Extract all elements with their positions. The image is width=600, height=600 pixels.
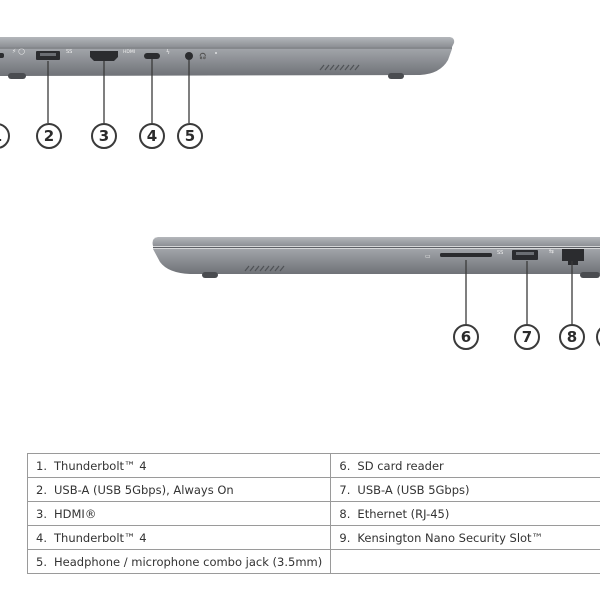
svg-text:SS: SS bbox=[66, 49, 72, 55]
table-row: 2. USB-A (USB 5Gbps), Always On 7. USB-A (… bbox=[26, 477, 600, 502]
port-label: Thunderbolt™ 4 bbox=[54, 458, 147, 473]
left-view-lid bbox=[0, 37, 455, 47]
port-number: 4. bbox=[36, 530, 47, 545]
port-label: SD card reader bbox=[357, 458, 444, 473]
port-cell: 5. Headphone / microphone combo jack (3.5… bbox=[26, 549, 332, 574]
port-number: 1. bbox=[36, 458, 47, 473]
svg-text:SS: SS bbox=[497, 250, 503, 256]
callout-4: 4 bbox=[139, 123, 165, 149]
left-view-foot-rear bbox=[388, 73, 404, 79]
port-number: 2. bbox=[36, 482, 47, 497]
callout-7: 7 bbox=[514, 324, 540, 350]
table-row: 4. Thunderbolt™ 4 9. Kensington Nano Secur… bbox=[26, 525, 600, 550]
port-cell: 4. Thunderbolt™ 4 bbox=[26, 525, 332, 550]
callout-8: 8 bbox=[559, 324, 585, 350]
table-row: 1. Thunderbolt™ 4 6. SD card reader bbox=[26, 453, 600, 478]
left-view-foot bbox=[8, 73, 26, 79]
port-label: USB-A (USB 5Gbps), Always On bbox=[54, 482, 234, 497]
svg-text:HDMI: HDMI bbox=[123, 49, 135, 55]
callout-5: 5 bbox=[177, 123, 203, 149]
svg-text:⚡ ◯: ⚡ ◯ bbox=[12, 48, 25, 55]
port-cell bbox=[330, 549, 600, 574]
port-number: 7. bbox=[339, 482, 351, 497]
port-cell: 1. Thunderbolt™ 4 bbox=[26, 453, 332, 478]
callout-3: 3 bbox=[91, 123, 117, 149]
svg-text:ϟ: ϟ bbox=[166, 49, 170, 56]
port-cell: 9. Kensington Nano Security Slot™ bbox=[330, 525, 600, 550]
thunderbolt-port-4-icon bbox=[144, 53, 160, 59]
table-row: 5. Headphone / microphone combo jack (3.5… bbox=[26, 549, 600, 574]
svg-text:▭: ▭ bbox=[425, 253, 431, 260]
thunderbolt-port-1 bbox=[0, 53, 4, 58]
port-number: 3. bbox=[36, 506, 47, 521]
hdmi-port-icon bbox=[90, 51, 118, 61]
callout-2: 2 bbox=[36, 123, 62, 149]
port-label: Thunderbolt™ 4 bbox=[54, 530, 147, 545]
left-side-laptop-view: ⚡ ◯ SS HDMI ϟ 🎧 bbox=[0, 37, 455, 123]
port-cell: 6. SD card reader bbox=[330, 453, 600, 478]
port-number: 6. bbox=[339, 458, 351, 473]
port-cell: 3. HDMI® bbox=[26, 501, 332, 526]
right-view-lid bbox=[152, 237, 600, 246]
right-side-laptop-view: ▭ SS ⇆ bbox=[152, 237, 600, 324]
port-number: 9. bbox=[339, 530, 351, 545]
svg-text:🎧: 🎧 bbox=[199, 52, 206, 60]
port-number: 5. bbox=[36, 554, 47, 569]
port-cell: 8. Ethernet (RJ-45) bbox=[330, 501, 600, 526]
right-view-foot bbox=[202, 272, 218, 278]
port-label: Ethernet (RJ-45) bbox=[357, 506, 450, 521]
laptop-side-views-illustration: ⚡ ◯ SS HDMI ϟ 🎧 bbox=[0, 37, 600, 324]
audio-jack-icon bbox=[185, 52, 193, 60]
port-cell: 7. USB-A (USB 5Gbps) bbox=[330, 477, 600, 502]
ports-table: 1. Thunderbolt™ 4 6. SD card reader 2. USB-… bbox=[26, 453, 600, 574]
laptop-side-views-figure: ⚡ ◯ SS HDMI ϟ 🎧 bbox=[0, 37, 600, 350]
port-cell: 2. USB-A (USB 5Gbps), Always On bbox=[26, 477, 332, 502]
sd-card-slot-icon bbox=[440, 253, 492, 257]
port-label: Kensington Nano Security Slot™ bbox=[357, 530, 544, 545]
table-row: 3. HDMI® 8. Ethernet (RJ-45) bbox=[26, 501, 600, 526]
right-view-foot-rear bbox=[580, 272, 600, 278]
port-label: HDMI® bbox=[54, 506, 97, 521]
svg-text:⇆: ⇆ bbox=[549, 248, 554, 255]
port-number: 8. bbox=[339, 506, 351, 521]
port-label: USB-A (USB 5Gbps) bbox=[357, 482, 470, 497]
ethernet-port-icon bbox=[562, 249, 584, 265]
callout-6: 6 bbox=[453, 324, 479, 350]
port-label: Headphone / microphone combo jack (3.5mm… bbox=[54, 554, 323, 569]
